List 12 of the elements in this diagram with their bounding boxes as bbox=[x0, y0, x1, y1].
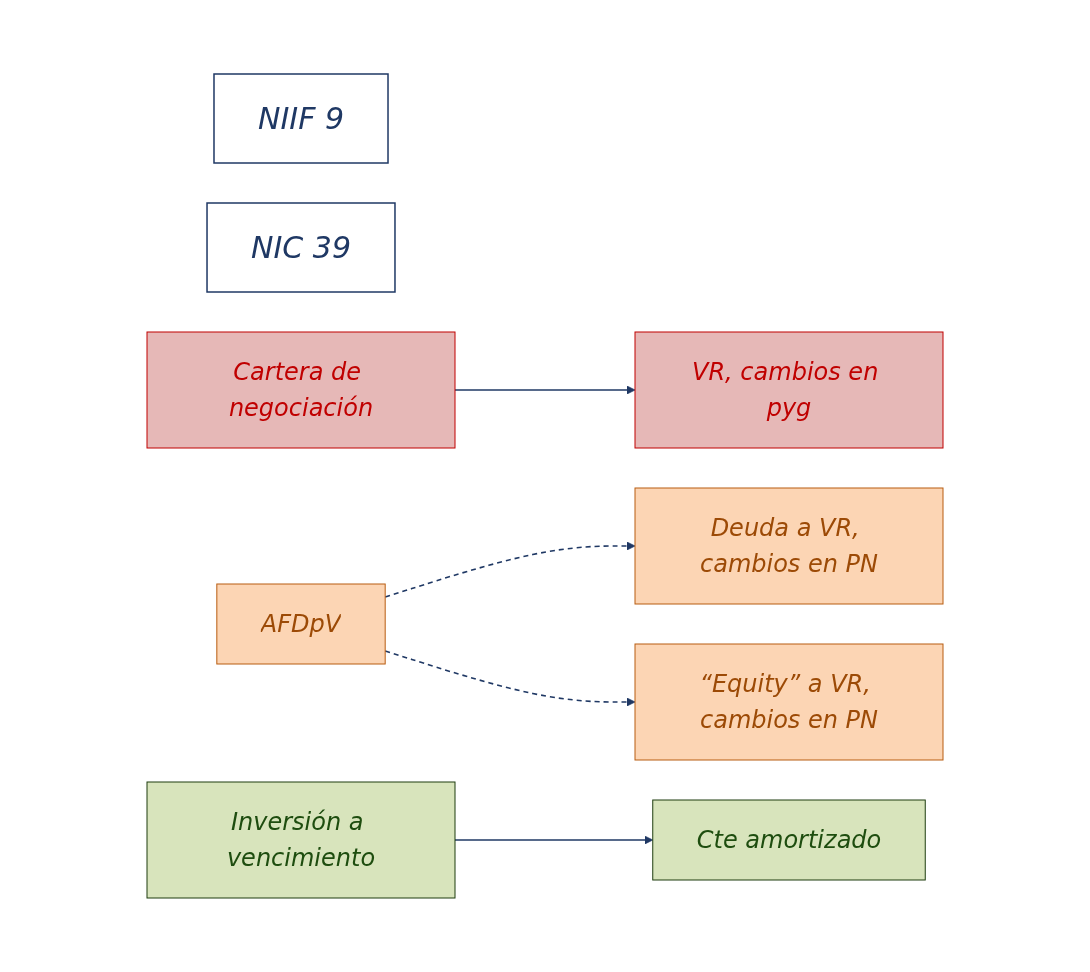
node-box: Cte amortizado bbox=[652, 799, 926, 881]
arrow bbox=[454, 385, 636, 395]
node-box: NIC 39 bbox=[206, 202, 396, 293]
node-box: VR, cambios en pyg bbox=[634, 331, 944, 449]
arrow bbox=[454, 835, 654, 845]
arrow bbox=[384, 541, 636, 598]
arrow bbox=[384, 650, 636, 707]
node-box: Inversión a vencimiento bbox=[146, 781, 456, 899]
node-box: Cartera de negociación bbox=[146, 331, 456, 449]
node-box: NIIF 9 bbox=[213, 73, 389, 164]
node-box: Deuda a VR, cambios en PN bbox=[634, 487, 944, 605]
node-box: “Equity” a VR, cambios en PN bbox=[634, 643, 944, 761]
